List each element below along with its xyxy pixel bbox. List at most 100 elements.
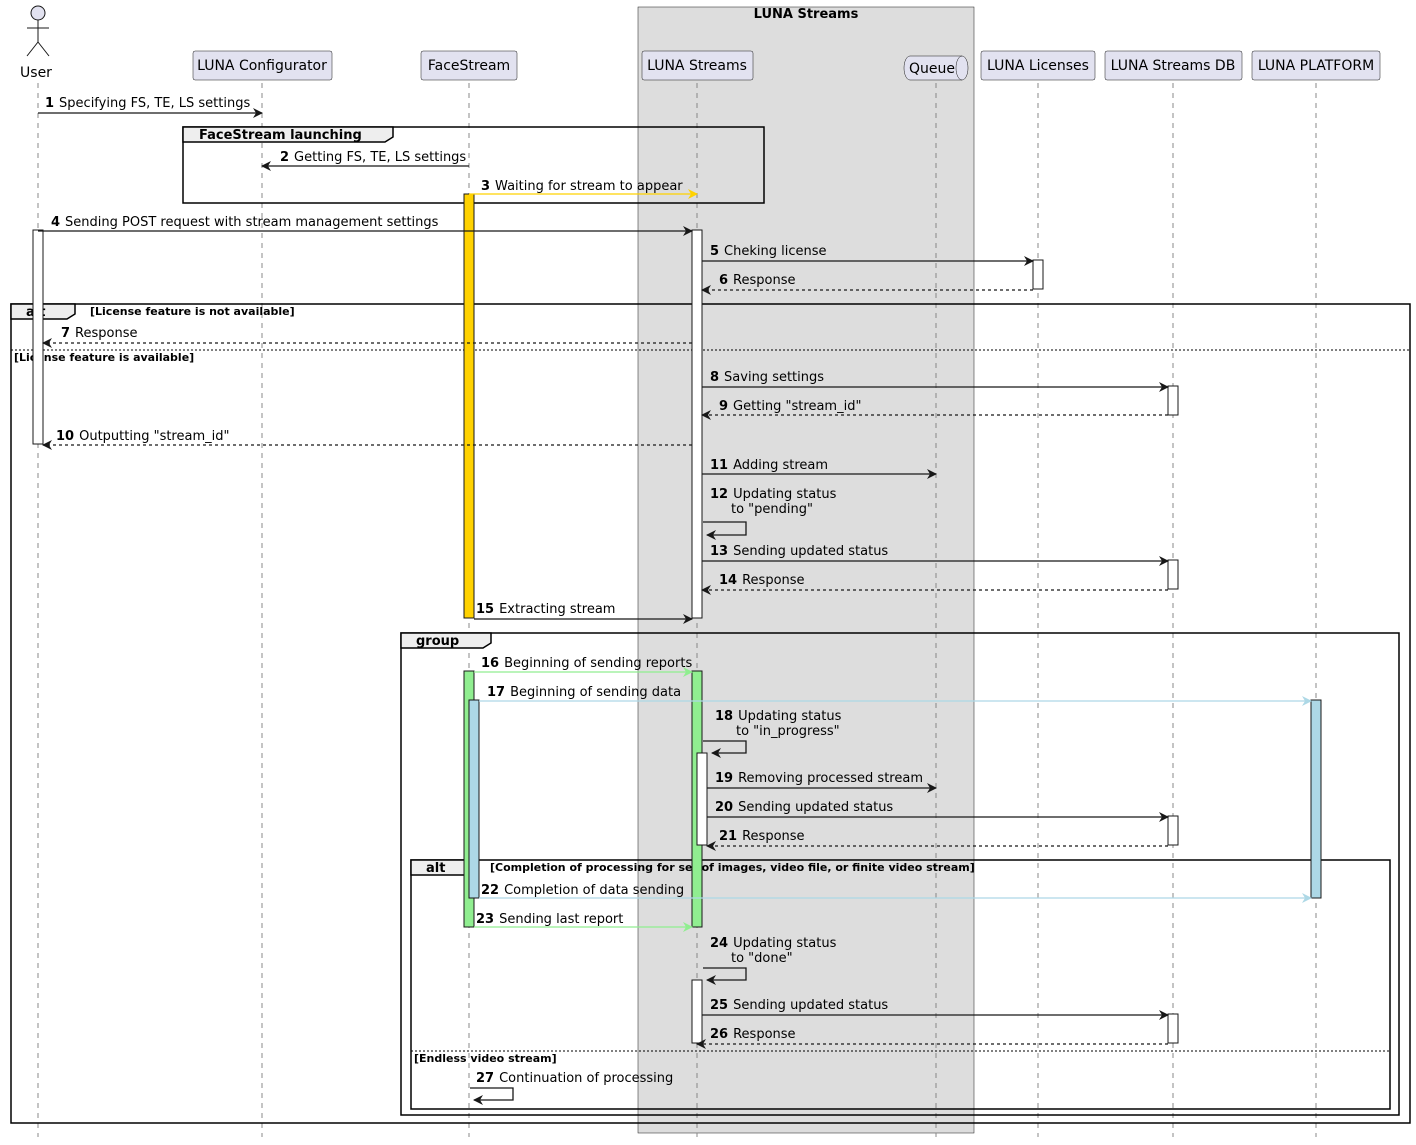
message-text: to "done"	[731, 951, 793, 966]
activation-bar-plat	[1310, 699, 1322, 899]
frame-condition: [Completion of processing for set of ima…	[490, 861, 975, 874]
message-text: Response	[733, 1027, 795, 1042]
participant-luna-licenses[interactable]: LUNA Licenses	[980, 50, 1096, 81]
message-arrow	[703, 967, 747, 985]
message-14: 14 Response	[701, 573, 1168, 595]
activation-bar-sdb	[1167, 559, 1179, 590]
luna-streams-box-title: LUNA Streams	[754, 7, 859, 22]
message-text: Response	[742, 829, 804, 844]
message-number: 13	[710, 544, 728, 559]
message-text: Sending updated status	[733, 998, 888, 1013]
message-number: 19	[715, 771, 733, 786]
participant-label: LUNA Streams DB	[1111, 58, 1236, 74]
message-text: Sending updated status	[733, 544, 888, 559]
message-number: 10	[56, 429, 74, 444]
message-label: 13 Sending updated status	[710, 544, 888, 559]
message-text: Getting FS, TE, LS settings	[294, 150, 466, 165]
message-text: Adding stream	[733, 458, 828, 473]
message-text: Beginning of sending data	[510, 685, 681, 700]
message-number: 17	[487, 685, 505, 700]
message-number: 2	[280, 150, 289, 165]
participant-luna-streams-db[interactable]: LUNA Streams DB	[1104, 50, 1243, 81]
message-arrow	[470, 1087, 514, 1105]
message-label: 20 Sending updated status	[715, 800, 893, 815]
activation-bar-fs	[468, 699, 480, 899]
message-text: Response	[742, 573, 804, 588]
frame-condition: [Endless video stream]	[414, 1052, 557, 1065]
frame-title: group	[416, 634, 459, 649]
message-number: 11	[710, 458, 728, 473]
message-text: Specifying FS, TE, LS settings	[59, 96, 250, 111]
participant-queue[interactable]: Queue	[903, 55, 969, 81]
message-label: 21 Response	[719, 829, 805, 844]
participant-user[interactable]: User	[20, 5, 52, 81]
message-number: 9	[719, 399, 728, 414]
activation-bar-sdb	[1167, 815, 1179, 846]
message-label: 14 Response	[719, 573, 805, 588]
participant-facestream[interactable]: FaceStream	[420, 50, 518, 81]
message-text: Saving settings	[724, 370, 824, 385]
participant-label: LUNA Configurator	[197, 58, 327, 74]
message-number: 27	[476, 1071, 494, 1086]
message-number: 14	[719, 573, 737, 588]
message-text: Removing processed stream	[738, 771, 923, 786]
participant-label: User	[20, 65, 52, 81]
message-number: 3	[481, 179, 490, 194]
participant-luna-configurator[interactable]: LUNA Configurator	[192, 50, 333, 81]
message-text: Response	[733, 273, 795, 288]
message-number: 23	[476, 912, 494, 927]
message-number: 21	[719, 829, 737, 844]
message-text: Outputting "stream_id"	[79, 429, 229, 444]
message-text: Response	[75, 326, 137, 341]
message-label: 26 Response	[710, 1027, 796, 1042]
message-11: 11 Adding stream	[702, 458, 937, 479]
message-19: 19 Removing processed stream	[707, 771, 937, 793]
frame-title: FaceStream launching	[199, 128, 362, 143]
message-21: 21 Response	[706, 829, 1168, 851]
message-number: 18	[715, 709, 733, 724]
participant-label: LUNA Licenses	[987, 58, 1089, 74]
message-10: 10 Outputting "stream_id"	[42, 429, 692, 450]
message-number: 22	[481, 883, 499, 898]
message-label: 3 Waiting for stream to appear	[481, 179, 683, 194]
frame-condition: [License feature is not available]	[90, 305, 295, 318]
message-text: Updating status	[733, 936, 836, 951]
message-2: 2 Getting FS, TE, LS settings	[261, 150, 469, 171]
activation-bar-lic	[1032, 259, 1044, 290]
message-text: Cheking license	[724, 244, 826, 259]
frame-alt2: alt[Completion of processing for set of …	[410, 859, 1391, 1110]
message-number: 20	[715, 800, 733, 815]
message-label: 19 Removing processed stream	[715, 771, 923, 786]
message-label: 2 Getting FS, TE, LS settings	[280, 150, 466, 165]
message-text: Sending updated status	[738, 800, 893, 815]
message-number: 26	[710, 1027, 728, 1042]
message-number: 12	[710, 487, 728, 502]
message-number: 8	[710, 370, 719, 385]
participant-luna-platform[interactable]: LUNA PLATFORM	[1251, 50, 1381, 81]
participant-luna-streams[interactable]: LUNA Streams	[641, 50, 754, 81]
message-text: Waiting for stream to appear	[495, 179, 683, 194]
message-number: 16	[481, 656, 499, 671]
message-26: 26 Response	[696, 1027, 1168, 1049]
activation-bar-streams	[691, 979, 703, 1044]
